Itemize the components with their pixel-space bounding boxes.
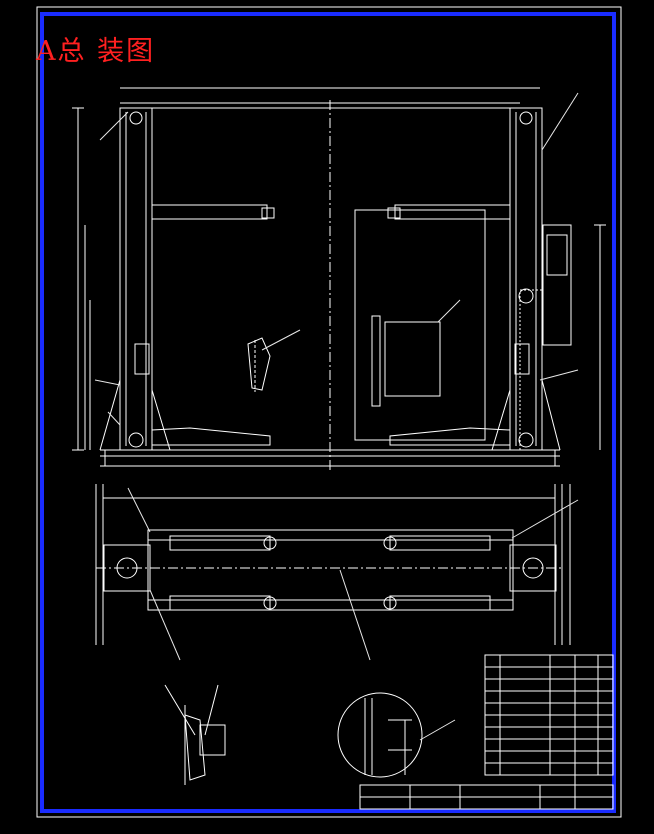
plan-view xyxy=(95,484,571,645)
title-block xyxy=(359,654,614,810)
front-elevation xyxy=(72,87,606,470)
detail-right-circle xyxy=(337,692,423,778)
leader-lines xyxy=(94,92,579,741)
outer-frame xyxy=(36,6,622,818)
inner-frame xyxy=(40,12,616,813)
detail-left xyxy=(164,684,226,785)
drawing-title: A总 装图 xyxy=(36,36,156,67)
